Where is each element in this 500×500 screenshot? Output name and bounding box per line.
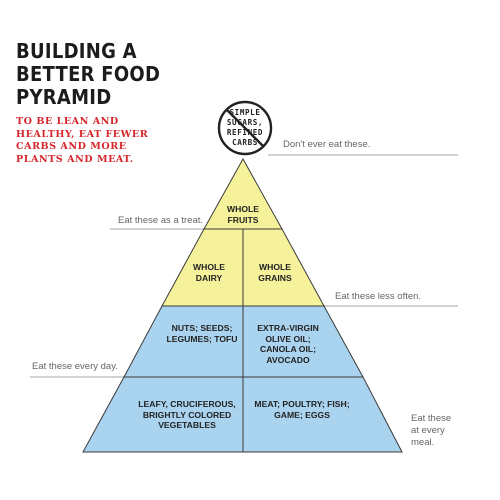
tier-base-left-label: LEAFY, CRUCIFEROUS, BRIGHTLY COLORED VEG… bbox=[138, 399, 236, 430]
svg-text:SIMPLE: SIMPLE bbox=[229, 108, 260, 117]
note-every-meal: Eat these at every meal. bbox=[411, 413, 452, 448]
tier-second-left-label: WHOLE DAIRY bbox=[193, 262, 225, 283]
page-subtitle: TO BE LEAN AND HEALTHY, EAT FEWER CARBS … bbox=[16, 116, 149, 165]
svg-text:SUGARS,: SUGARS, bbox=[227, 118, 263, 127]
tier-second-right-label: WHOLE GRAINS bbox=[258, 262, 292, 283]
tier-third-left-label: NUTS; SEEDS; LEGUMES; TOFU bbox=[166, 323, 238, 344]
page-title: BUILDING A BETTER FOOD PYRAMID bbox=[16, 39, 161, 109]
note-less-often: Eat these less often. bbox=[335, 291, 422, 302]
svg-text:CARBS: CARBS bbox=[232, 138, 258, 147]
tier-third-right-label: EXTRA-VIRGIN OLIVE OIL; CANOLA OIL; AVOC… bbox=[257, 323, 319, 365]
svg-text:REFINED: REFINED bbox=[227, 128, 263, 137]
note-every-day: Eat these every day. bbox=[32, 361, 118, 372]
tier-base-right-label: MEAT; POULTRY; FISH; GAME; EGGS bbox=[254, 399, 350, 420]
no-sugars-icon: SIMPLE SUGARS, REFINED CARBS bbox=[217, 100, 273, 156]
note-never: Don't ever eat these. bbox=[283, 139, 371, 150]
note-treat: Eat these as a treat. bbox=[118, 215, 204, 226]
tier-top-label: WHOLE FRUITS bbox=[227, 204, 259, 225]
